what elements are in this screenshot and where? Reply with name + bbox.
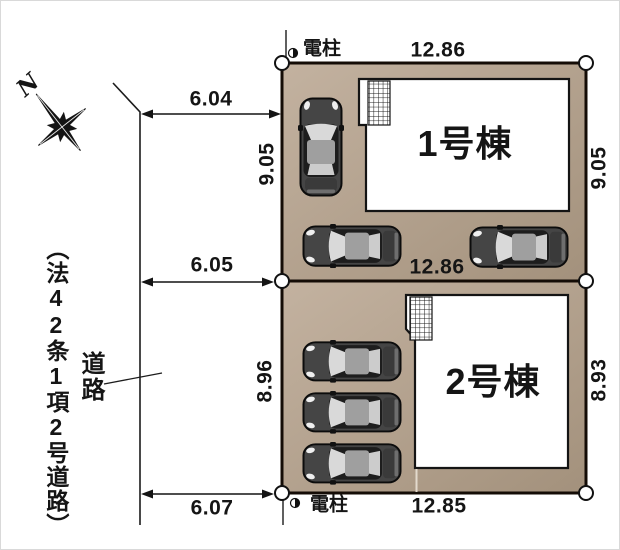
compass-star-icon [35,93,86,151]
corner-marker [274,55,290,71]
utility-pole-icon-bottom [289,497,301,509]
corner-marker [578,273,594,289]
road-width-top: 6.04 [189,87,233,111]
road-width-bottom: 6.07 [190,496,234,520]
lot2-depth-right: 8.93 [587,358,611,402]
road-label-leader-line [103,372,163,385]
corner-marker [578,55,594,71]
dimension-arrow-604 [141,109,281,119]
car-icon-lot1-vertical [298,97,344,197]
utility-pole-label-bottom: 電柱 [309,494,349,516]
utility-pole-label-top: 電柱 [302,38,342,60]
car-icon-lot2-middle [302,391,402,434]
road-label: 道路 [76,351,104,403]
lot1-depth-left: 9.05 [255,142,279,186]
lot1-width-bottom: 12.86 [409,255,465,279]
utility-pole-icon-top [287,47,299,59]
road-edge-line [112,82,141,525]
car-icon-lot2-bottom [302,442,402,485]
road-width-middle: 6.05 [190,253,234,277]
lot1-depth-right: 9.05 [587,146,611,190]
building-2-entrance-hatch [409,296,433,341]
car-icon-lot1-right [469,225,569,270]
building-1-entrance-hatch [367,80,391,126]
road-classification-label: （法42条1項2号道路） [42,237,69,537]
corner-marker [274,273,290,289]
lot2-width-bottom: 12.85 [411,494,467,518]
corner-markers [274,55,594,501]
lot1-width-top: 12.86 [410,38,466,62]
dimension-arrow-605 [141,277,274,287]
building-2-footprint [404,293,570,470]
car-icon-lot1-left [302,224,402,269]
lot2-depth-left: 8.96 [253,359,277,403]
building-2-label: 2号棟 [445,361,541,402]
building-1-label: 1号棟 [417,123,513,164]
building-1-footprint [357,77,571,213]
car-icon-lot2-top [302,340,402,383]
dimension-arrow-607 [141,489,274,499]
corner-marker [578,485,594,501]
corner-marker [274,485,290,501]
